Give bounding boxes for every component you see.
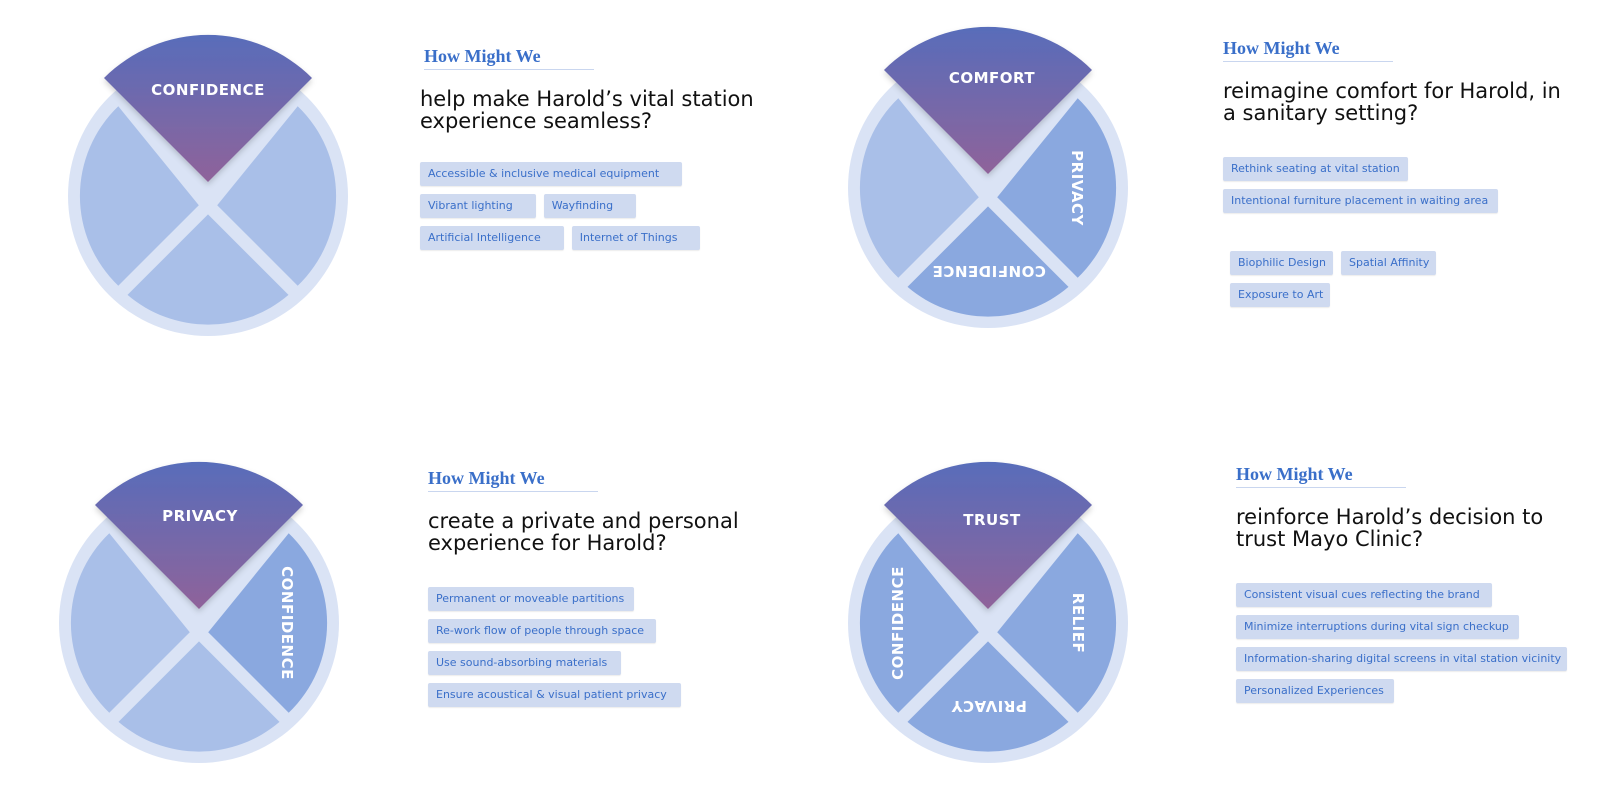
petal-top-label: CONFIDENCE [151,81,265,99]
chip: Personalized Experiences [1236,679,1394,703]
petal-right [997,533,1117,713]
petal-left [70,533,190,713]
chip: Consistent visual cues reflecting the br… [1236,583,1492,607]
chip-group-2b: Biophilic Design Spatial Affinity Exposu… [1230,251,1437,315]
hmw-question: reimagine comfort for Harold, in a sanit… [1223,79,1561,125]
petal-left [79,106,199,286]
petal-left-label: CONFIDENCE [889,566,907,680]
wheel-diagram-2: COMFORT PRIVACY CONFIDENCE [848,26,1128,328]
petal-bottom-label: CONFIDENCE [932,262,1046,280]
petal-bottom [907,206,1069,317]
petal-right [997,98,1117,278]
petal-top-label: COMFORT [949,69,1036,87]
chip: Intentional furniture placement in waiti… [1223,189,1499,213]
petal-right-label: CONFIDENCE [278,566,296,680]
chip: Use sound-absorbing materials [428,651,622,675]
chip: Accessible & inclusive medical equipment [420,162,683,186]
petal-right [208,533,328,713]
chip: Re-work flow of people through space [428,619,657,643]
chip: Minimize interruptions during vital sign… [1236,615,1519,639]
petal-top [884,26,1092,175]
chip: Biophilic Design [1230,251,1333,275]
chip: Internet of Things [571,226,701,250]
petal-bottom [118,641,280,752]
wheel-1: CONFIDENCE [68,28,356,348]
petal-bottom-label: PRIVACY [951,697,1027,715]
hmw-question: help make Harold’s vital station experie… [420,87,754,133]
wheel-4: TRUST RELIEF PRIVACY CONFIDENCE [848,455,1136,775]
petal-bottom [127,214,289,325]
petal-right-label: RELIEF [1069,593,1087,653]
hmw-question: create a private and personal experience… [428,509,739,555]
chip: Permanent or moveable partitions [428,587,635,611]
petal-top-label: PRIVACY [162,507,238,525]
chip: Ensure acoustical & visual patient priva… [428,683,681,707]
hmw-block-4: How Might We reinforce Harold’s decision… [1236,464,1566,550]
wheel-diagram-3: PRIVACY CONFIDENCE [59,461,339,763]
chip: Vibrant lighting [420,194,536,218]
hmw-question: reinforce Harold’s decision to trust May… [1236,505,1544,551]
hmw-block-3: How Might We create a private and person… [428,468,768,554]
hmw-kicker: How Might We [424,46,594,70]
chip-group-1: Accessible & inclusive medical equipment… [420,162,701,258]
chip: Rethink seating at vital station [1223,157,1408,181]
petal-bottom [907,641,1069,752]
petal-right [217,106,337,286]
hmw-kicker: How Might We [428,468,598,492]
chip: Information-sharing digital screens in v… [1236,647,1568,671]
petal-top [104,34,312,183]
wheel-diagram-1: CONFIDENCE [68,34,348,336]
wheel-2: COMFORT PRIVACY CONFIDENCE [848,20,1136,340]
wheel-diagram-4: TRUST RELIEF PRIVACY CONFIDENCE [848,461,1128,763]
chip-group-4: Consistent visual cues reflecting the br… [1236,583,1568,711]
chip: Artificial Intelligence [420,226,564,250]
chip: Exposure to Art [1230,283,1331,307]
petal-top [884,461,1092,609]
hmw-block-1: How Might We help make Harold’s vital st… [420,46,760,132]
chip-group-3: Permanent or moveable partitions Re-work… [428,587,681,715]
petal-left [859,533,979,713]
wheel-3: PRIVACY CONFIDENCE [59,455,347,775]
petal-left [859,98,979,278]
chip-group-2: Rethink seating at vital station Intenti… [1223,157,1499,221]
hmw-block-2: How Might We reimagine comfort for Harol… [1223,38,1578,124]
petal-top [95,461,303,609]
hmw-kicker: How Might We [1223,38,1393,62]
chip: Spatial Affinity [1340,251,1437,275]
petal-right-label: PRIVACY [1068,150,1086,226]
chip: Wayfinding [543,194,637,218]
hmw-kicker: How Might We [1236,464,1406,488]
petal-top-label: TRUST [963,511,1021,529]
